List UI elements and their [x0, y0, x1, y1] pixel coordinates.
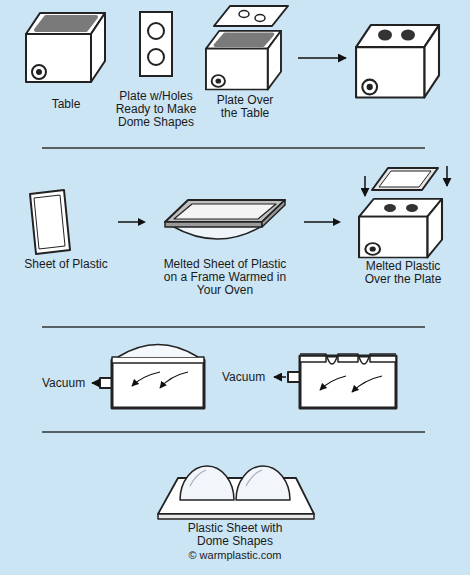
step-caption: Melted Sheet of Plastic on a Frame Warme… [159, 258, 291, 297]
finished-table-illustration [356, 25, 439, 97]
divider [42, 431, 425, 433]
illustration-step: Melted Sheet of Plastic on a Frame Warme… [150, 180, 300, 301]
table-illustration [26, 13, 105, 82]
step-caption: Plastic Sheet with Dome Shapes [179, 522, 291, 548]
step-arrow [304, 218, 341, 226]
illustration-step: Plate w/Holes Ready to Make Dome Shapes [112, 8, 200, 143]
vacuum-label: Vacuum [42, 376, 85, 390]
illustration-step: Melted Plastic Over the Plate [345, 160, 460, 300]
illustration-step: Sheet of Plastic [18, 180, 114, 280]
vacuum-section-right [274, 354, 396, 408]
step-caption: Table [23, 98, 109, 111]
illustration-step: Table [22, 8, 110, 115]
step-caption: Plate Over the Table [209, 94, 281, 120]
plate-illustration [140, 12, 172, 76]
step-caption: Plate w/Holes Ready to Make Dome Shapes [110, 90, 202, 129]
vacuum-section-left [92, 345, 204, 409]
formed-sheet-illustration [158, 466, 314, 519]
step-caption: Melted Plastic Over the Plate [355, 260, 451, 286]
plastic-over-plate-illustration [359, 166, 447, 258]
illustration-step: Plate Over the Table [196, 8, 294, 138]
illustration-step: Plastic Sheet with Dome Shapes [150, 455, 320, 552]
frame-illustration [165, 200, 285, 239]
plate-over-table-illustration [206, 6, 288, 90]
step-arrow [298, 57, 346, 59]
vacuum-label: Vacuum [222, 370, 265, 384]
step-arrow [118, 218, 146, 226]
step-caption: Sheet of Plastic [16, 258, 116, 271]
plastic-sheet-illustration [30, 190, 70, 254]
copyright-note: © warmplastic.com [150, 548, 320, 562]
divider [42, 147, 425, 149]
divider [42, 326, 425, 328]
